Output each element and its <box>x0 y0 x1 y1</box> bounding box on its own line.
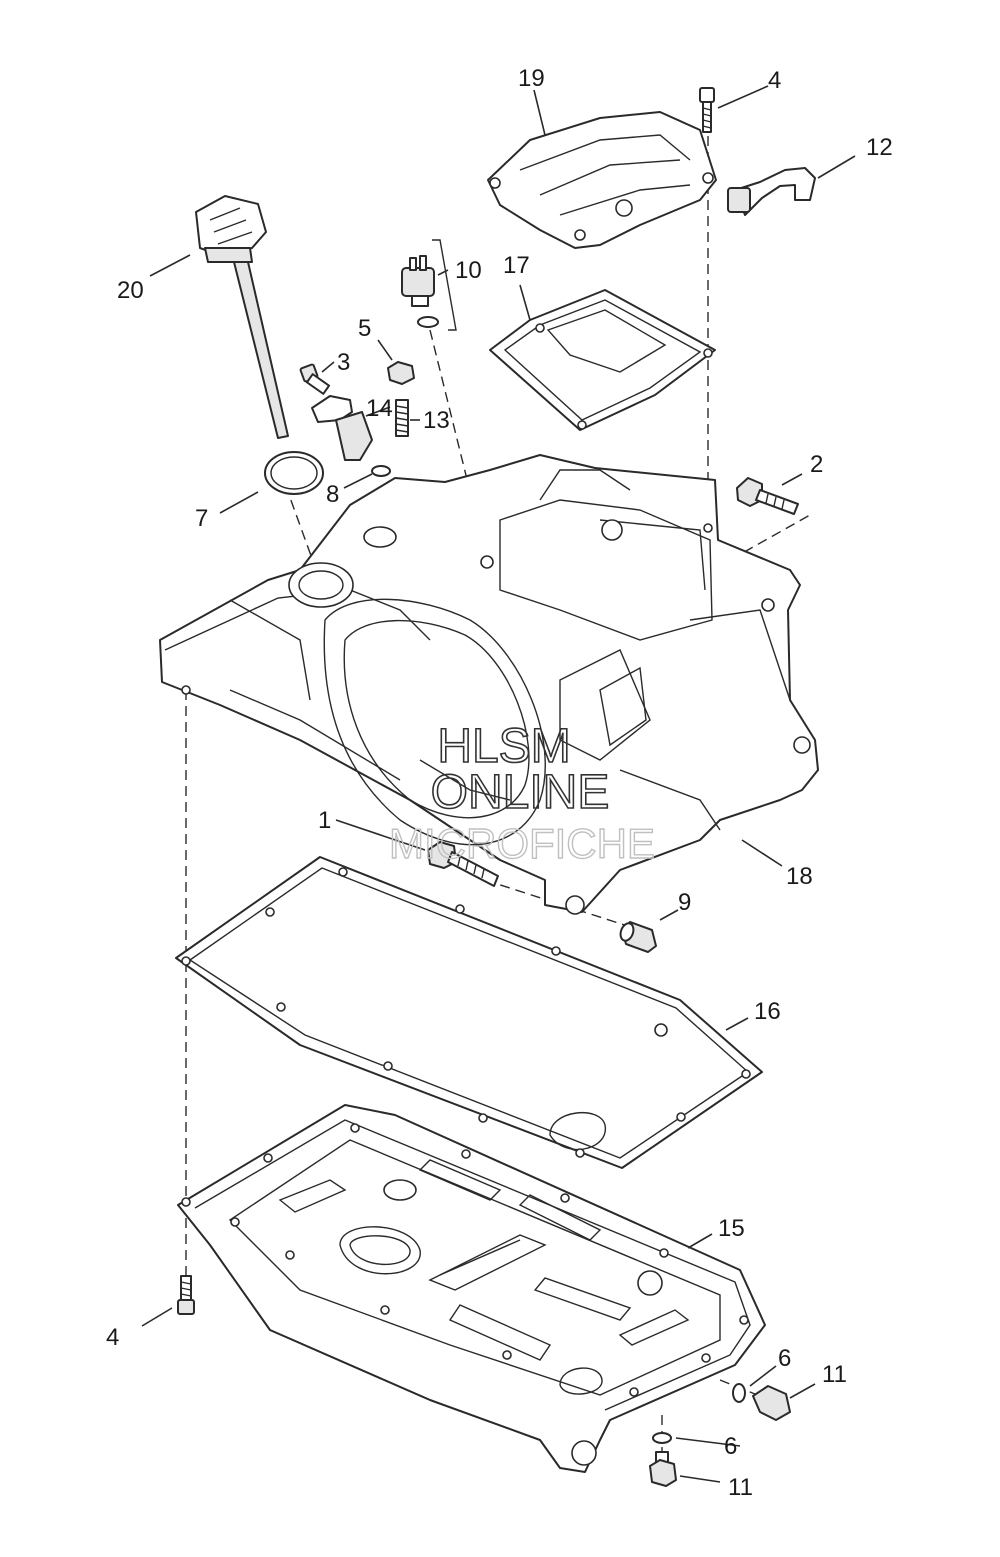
callout-6-side: 6 <box>778 1345 791 1372</box>
watermark: HLSM ONLINE MICROFICHE <box>388 719 655 868</box>
callout-7: 7 <box>195 505 208 532</box>
watermark-line1: HLSM <box>437 720 570 773</box>
callout-1: 1 <box>318 807 331 834</box>
callout-9: 9 <box>678 889 691 916</box>
callout-18: 18 <box>786 863 813 890</box>
nut-and-stud <box>387 361 415 437</box>
main-housing <box>159 454 819 915</box>
callout-12: 12 <box>866 134 893 161</box>
callout-13: 13 <box>423 407 450 434</box>
callout-2: 2 <box>810 451 823 478</box>
top-cover <box>487 111 717 249</box>
side-bolt <box>736 477 799 515</box>
callout-10: 10 <box>455 257 482 284</box>
callout-4-bottom: 4 <box>106 1324 119 1351</box>
leader-lines <box>141 85 856 1483</box>
callout-15: 15 <box>718 1215 745 1242</box>
dowel-pin <box>619 921 657 953</box>
breather-hose <box>727 167 816 216</box>
callout-17: 17 <box>503 252 530 279</box>
callout-3: 3 <box>337 349 350 376</box>
side-drain-plug <box>732 1383 791 1421</box>
callout-16: 16 <box>754 998 781 1025</box>
callout-19: 19 <box>518 65 545 92</box>
callout-11-bottom: 11 <box>728 1474 753 1501</box>
bottom-bolt <box>177 1275 195 1315</box>
bottom-drain-plug <box>649 1432 677 1487</box>
top-bolt <box>699 87 715 133</box>
oil-pan <box>177 1104 766 1473</box>
watermark-line3: MICROFICHE <box>389 820 655 867</box>
callout-8: 8 <box>326 481 339 508</box>
callout-20: 20 <box>117 277 144 304</box>
oil-pan-gasket <box>175 856 763 1169</box>
oil-pressure-switch <box>401 239 457 331</box>
callout-labels: 1 2 3 4 4 5 6 6 7 8 9 10 11 11 12 13 14 … <box>106 65 893 1501</box>
callout-5: 5 <box>358 315 371 342</box>
housing-bolt <box>427 841 499 887</box>
o-ring <box>264 451 324 495</box>
callout-11-side: 11 <box>822 1361 847 1388</box>
callout-6-bottom: 6 <box>724 1433 737 1460</box>
callout-14: 14 <box>366 395 393 422</box>
cover-gasket <box>489 289 716 431</box>
callout-4-top: 4 <box>768 67 781 94</box>
sensor-assembly <box>299 363 391 477</box>
watermark-line2: ONLINE <box>431 766 610 819</box>
dipstick <box>195 195 289 439</box>
